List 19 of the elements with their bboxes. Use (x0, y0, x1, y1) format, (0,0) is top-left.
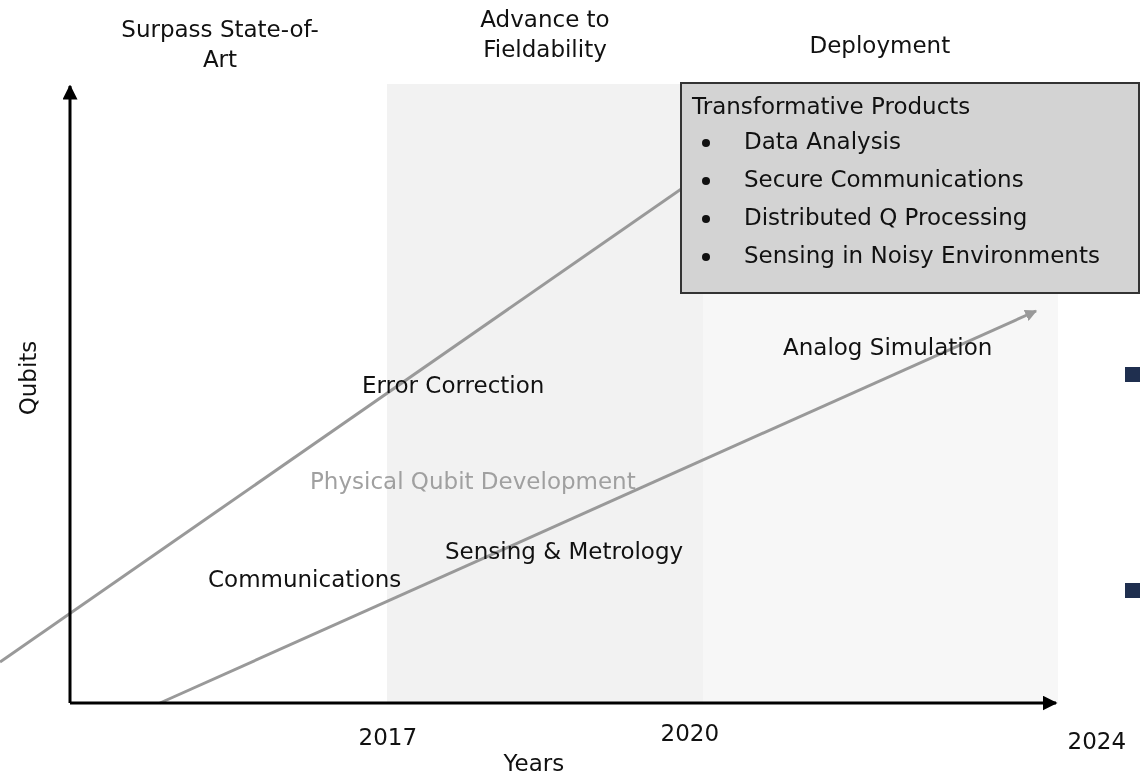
year-tick-label: 2020 (660, 719, 720, 748)
phase-heading: Surpass State-of-Art (120, 15, 320, 74)
axis-title: Qubits (13, 340, 42, 416)
bullet-item: Secure Communications (744, 165, 1024, 194)
arrow-label: Error Correction (362, 371, 545, 400)
bullet-item: Data Analysis (744, 127, 901, 156)
axis-title: Years (503, 749, 565, 778)
product-box (680, 82, 1140, 294)
bullet-item: Sensing in Noisy Environments (744, 241, 1100, 270)
phase-heading: Advance to Fieldability (479, 5, 611, 64)
arrow-label: Analog Simulation (783, 333, 993, 362)
arrow-label: Sensing & Metrology (445, 537, 684, 566)
phase-heading: Deployment (809, 31, 951, 60)
year-tick-label: 2017 (358, 723, 418, 752)
year-tick-label: 2024 (1067, 727, 1127, 756)
arrow-label: Communications (208, 565, 402, 594)
box-heading: Transformative Products (692, 92, 971, 121)
arrow-label: Physical Qubit Development (310, 467, 636, 496)
bullet-item: Distributed Q Processing (744, 203, 1028, 232)
